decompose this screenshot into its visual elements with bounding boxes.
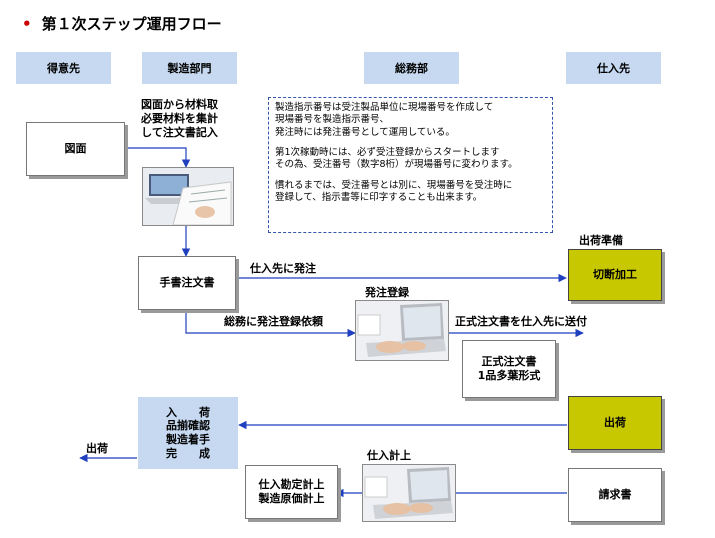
title-text: 第１次ステップ運用フロー <box>41 15 222 33</box>
page-title: • 第１次ステップ運用フロー <box>22 13 222 34</box>
drawing-review-photo <box>142 167 234 226</box>
lane-header-supplier: 仕入先 <box>566 52 661 84</box>
request-registration-label: 総務に発注登録依頼 <box>224 315 323 328</box>
order-registration-photo <box>355 300 449 361</box>
order-registration-label: 発注登録 <box>365 286 409 299</box>
lane-header-general-affairs: 総務部 <box>364 52 459 84</box>
cutting-process-box: 切断加工 <box>568 249 662 301</box>
shipping-prep-label: 出荷準備 <box>579 234 623 247</box>
status-box: 入 荷 品揃確認 製造着手 完 成 <box>138 397 238 469</box>
material-calc-label: 図面から材料取 必要材料を集計 して注文書記入 <box>141 98 218 139</box>
note-paragraph-2: 第1次稼動時には、必ず受注登録からスタートします その為、受注番号（数字8桁）が… <box>275 147 518 171</box>
lane-header-manufacturing: 製造部門 <box>142 52 237 84</box>
purchase-record-text: 仕入勘定計上 製造原価計上 <box>258 478 325 505</box>
laptop-with-drawing-image <box>143 168 233 225</box>
order-to-supplier-label: 仕入先に発注 <box>250 262 316 275</box>
send-formal-order-label: 正式注文書を仕入先に送付 <box>455 315 587 328</box>
formal-order-text: 正式注文書 1品多葉形式 <box>477 355 541 382</box>
purchase-record-box: 仕入勘定計上 製造原価計上 <box>245 465 338 519</box>
drawing-box: 図面 <box>26 122 125 176</box>
note-paragraph-3: 慣れるまでは、受注番号とは別に、現場番号を受注時に 登録して、指示書等に印字する… <box>275 179 513 204</box>
handwritten-order-box: 手書注文書 <box>138 256 236 310</box>
invoice-box: 請求書 <box>568 468 662 522</box>
purchase-posting-label: 仕入計上 <box>367 449 411 462</box>
formal-order-box: 正式注文書 1品多葉形式 <box>462 340 556 398</box>
status-text: 入 荷 品揃確認 製造着手 完 成 <box>166 405 210 460</box>
laptop-typing-image <box>356 301 448 360</box>
ship-out-label: 出荷 <box>86 442 108 455</box>
laptop-typing-image <box>363 465 455 521</box>
bullet-icon: • <box>22 15 32 33</box>
operation-note: 製造指示番号は受注製品単位に現場番号を作成して 現場番号を製造指示番号、 発注時… <box>268 97 553 233</box>
note-paragraph-1: 製造指示番号は受注製品単位に現場番号を作成して 現場番号を製造指示番号、 発注時… <box>275 102 494 138</box>
shipment-box: 出荷 <box>568 396 662 450</box>
lane-header-customer: 得意先 <box>16 52 111 84</box>
purchase-posting-photo <box>362 464 456 522</box>
